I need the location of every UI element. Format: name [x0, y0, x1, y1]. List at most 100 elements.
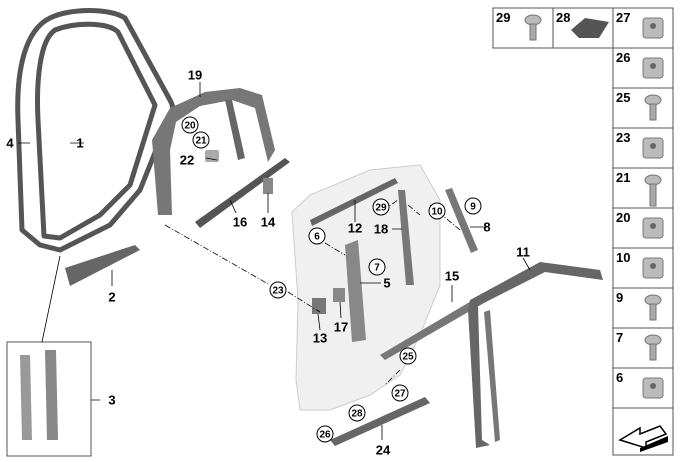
- callout-label: 6: [314, 232, 320, 243]
- pad-icon: [571, 18, 609, 38]
- door-seal-inner: [35, 21, 158, 241]
- part-13: [312, 298, 326, 314]
- legend-cell-29[interactable]: 29: [492, 7, 554, 49]
- legend-cell-26[interactable]: 26: [612, 47, 674, 89]
- screw-icon: [644, 294, 662, 321]
- legend-label: 6: [616, 370, 623, 385]
- square-nut-icon: [642, 137, 664, 159]
- part-17: [333, 288, 345, 302]
- callout-label: 21: [195, 136, 207, 147]
- callout-circle: [399, 347, 417, 365]
- callout-label: 25: [402, 352, 414, 363]
- inset-part-a: [20, 355, 32, 440]
- trim-strip-2: [65, 245, 140, 286]
- callout-8: 8: [483, 220, 490, 235]
- legend-cell-7[interactable]: 7: [612, 327, 674, 369]
- legend-label: 7: [616, 330, 623, 345]
- trim-5: [345, 240, 366, 342]
- callout-circle: [181, 116, 199, 134]
- strip-12: [310, 178, 398, 226]
- callout-label: 16: [233, 215, 247, 230]
- legend-cell-20[interactable]: 20: [612, 207, 674, 249]
- legend-label: 27: [616, 10, 630, 25]
- channel-18: [398, 190, 414, 285]
- part-22: [205, 150, 219, 162]
- legend-cell-28[interactable]: 28: [552, 7, 614, 49]
- seal-11: [468, 262, 603, 448]
- legend-cell-10[interactable]: 10: [612, 247, 674, 289]
- callout-label: 29: [375, 203, 387, 214]
- callout-label: 1: [76, 136, 83, 151]
- trim-8: [445, 188, 478, 253]
- callout-17: 17: [334, 320, 348, 335]
- window-frame-19: [152, 88, 275, 215]
- callout-15: 15: [445, 269, 459, 284]
- callout-label: 22: [180, 153, 194, 168]
- callout-circle: [368, 258, 386, 276]
- bracket-icon: [642, 257, 664, 279]
- dashed-leader-lines: [164, 199, 461, 386]
- callout-21: 21: [192, 131, 210, 149]
- legend-label: 21: [616, 170, 630, 185]
- callout-13: 13: [313, 331, 327, 346]
- callout-circle: [192, 131, 210, 149]
- callout-label: 9: [470, 202, 476, 213]
- callout-circle: [308, 227, 326, 245]
- callout-label: 17: [334, 320, 348, 335]
- arrow-shadow: [640, 436, 668, 452]
- callout-label: 15: [445, 269, 459, 284]
- part-14: [263, 178, 273, 194]
- callout-9: 9: [464, 197, 482, 215]
- callout-5: 5: [383, 276, 390, 291]
- callout-26: 26: [316, 425, 334, 443]
- callout-label: 3: [108, 393, 115, 408]
- callout-label: 20: [184, 121, 196, 132]
- callout-label: 7: [374, 263, 380, 274]
- clip-nut-icon: [642, 17, 664, 39]
- legend-cell-6[interactable]: 6: [612, 367, 674, 409]
- callout-label: 26: [319, 430, 331, 441]
- callout-circle: [391, 384, 409, 402]
- callout-18: 18: [374, 222, 388, 237]
- callout-1: 1: [76, 136, 83, 151]
- callout-circle: [464, 197, 482, 215]
- callout-16: 16: [233, 215, 247, 230]
- door-panel: [291, 164, 441, 411]
- window-channel: [225, 100, 245, 160]
- screw-icon: [644, 94, 662, 121]
- legend-label: 29: [496, 10, 510, 25]
- seal-11-inner: [484, 310, 500, 442]
- callout-11: 11: [516, 245, 530, 260]
- callout-label: 28: [351, 409, 363, 420]
- tapping-screw-icon: [644, 334, 662, 361]
- legend-cell-23[interactable]: 23: [612, 127, 674, 169]
- leader-lines: [18, 82, 531, 440]
- callout-label: 10: [431, 207, 443, 218]
- callout-24: 24: [376, 443, 391, 458]
- arrow-back-icon[interactable]: [612, 407, 674, 456]
- callout-20: 20: [181, 116, 199, 134]
- callout-22: 22: [180, 153, 194, 168]
- legend-cell-27[interactable]: 27: [612, 7, 674, 49]
- callout-6: 6: [308, 227, 326, 245]
- callout-label: 27: [394, 389, 406, 400]
- callout-4: 4: [6, 136, 14, 151]
- legend-cell-9[interactable]: 9: [612, 287, 674, 329]
- callout-29: 29: [372, 198, 390, 216]
- clip-icon: [642, 217, 664, 239]
- legend-cell-25[interactable]: 25: [612, 87, 674, 129]
- legend-label: 23: [616, 130, 630, 145]
- legend-cell-border: [492, 7, 554, 49]
- legend-label: 26: [616, 50, 630, 65]
- strip-16: [195, 158, 290, 228]
- callout-25: 25: [399, 347, 417, 365]
- strip-24: [330, 397, 430, 446]
- legend-cell-21[interactable]: 21: [612, 167, 674, 209]
- callout-3: 3: [108, 393, 115, 408]
- callout-label: 2: [108, 290, 115, 305]
- legend-cell-border: [612, 287, 674, 329]
- callout-27: 27: [391, 384, 409, 402]
- legend-label: 28: [556, 10, 570, 25]
